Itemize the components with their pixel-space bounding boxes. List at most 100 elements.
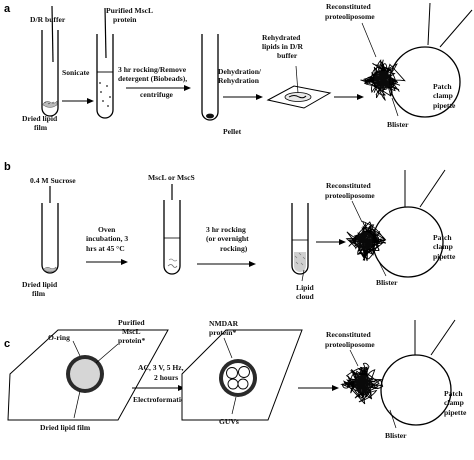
ac-label: AC, 3 V, 5 Hz, 2 hours	[138, 363, 185, 382]
reconstituted-c-line1: Reconstituted	[326, 330, 371, 339]
reconstituted-label-b: Reconstituted proteoliposome	[325, 181, 375, 200]
blister-circle-c	[380, 354, 452, 426]
nmdar-line2: protein*	[209, 328, 236, 337]
oven-label: Oven incubation, 3 hrs at 45 °C	[86, 225, 130, 253]
mscl-mscs-label: MscL or MscS	[148, 173, 195, 182]
dried-lipid-label-b: Dried lipid film	[22, 280, 59, 298]
patch-a-line1: Patch	[433, 82, 452, 91]
proteoliposome-core	[354, 375, 372, 393]
proteoliposome-a	[360, 59, 406, 101]
oven-line2: incubation, 3	[86, 234, 128, 243]
lipid-cloud-leader	[301, 269, 305, 282]
oven-line3: hrs at 45 °C	[86, 244, 125, 253]
panel-a: a D/R buffer Dried lipid film Purified M…	[4, 2, 473, 136]
purified-mscl-label-c: Purified MscL protein*	[118, 318, 146, 345]
patch-c-line2: clamp	[444, 398, 464, 407]
lipid-cloud-line2: cloud	[296, 292, 315, 301]
dried-lipid-label-a: Dried lipid film	[22, 114, 59, 132]
rocking-b-line2: (or overnight	[206, 234, 249, 243]
pipette-a1	[439, 9, 473, 48]
lipid-cloud-label: Lipid cloud	[296, 283, 316, 301]
reconstituted-c-line2: proteoliposome	[325, 340, 375, 349]
reconstituted-a-line2: proteoliposome	[325, 12, 375, 21]
sonicate-label: Sonicate	[62, 68, 90, 77]
purified-mscl-a-line1: Purified MscL	[106, 6, 153, 15]
purified-mscl-a-line2: protein	[113, 15, 137, 24]
purified-c-line2: MscL	[122, 327, 140, 336]
tube-b3	[291, 203, 309, 275]
rocking-b-line1: 3 hr rocking	[206, 225, 246, 234]
pipette-c1	[430, 319, 456, 356]
reconstituted-label-c: Reconstituted proteoliposome	[325, 330, 375, 349]
oring-label: O-ring	[48, 333, 70, 342]
rehydrated-line3: buffer	[277, 51, 298, 60]
rehydrated-label: Rehydrated lipids in D/R buffer	[262, 33, 305, 60]
tube-b1	[41, 203, 59, 274]
blister-label-b: Blister	[376, 278, 398, 287]
reconstituted-leader-a	[361, 22, 377, 58]
dried-lipid-label-c: Dried lipid film	[40, 423, 91, 432]
rehydrated-line1: Rehydrated	[262, 33, 301, 42]
patch-a-line3: pipette	[433, 101, 456, 110]
patch-c-line1: Patch	[444, 389, 463, 398]
tube-proteoliposome-mix	[96, 34, 114, 119]
patch-c-line3: pipette	[444, 408, 467, 417]
purified-c-line1: Purified	[118, 318, 145, 327]
dehydration-label: Dehydration/ Rehydration	[218, 67, 263, 85]
lipid-cloud-line1: Lipid	[296, 283, 315, 292]
reconstituted-b-line1: Reconstituted	[326, 181, 371, 190]
blister-leader-a	[391, 97, 399, 117]
purified-c-line3: protein*	[118, 336, 145, 345]
blister-leader-b	[377, 259, 387, 277]
electroformation-label: Electroformation	[133, 395, 190, 404]
proteoliposome-b	[345, 220, 387, 262]
slide-c1	[7, 329, 169, 421]
dried-lipid-b-line1: Dried lipid	[22, 280, 58, 289]
protein-c-leader	[95, 343, 119, 364]
blister-circle-b	[372, 206, 444, 278]
reconstituted-a-line1: Reconstituted	[326, 2, 371, 11]
dried-lipid-a-line1: Dried lipid	[22, 114, 58, 123]
proteoliposome-core	[374, 71, 392, 89]
reconstituted-b-line2: proteoliposome	[325, 191, 375, 200]
pipette-a2	[427, 2, 431, 46]
panel-c: c O-ring Purified MscL protein* Dried li…	[4, 318, 467, 440]
blister-circle-a	[389, 46, 461, 118]
patch-b-line3: pipette	[433, 252, 456, 261]
purified-mscl-label-a: Purified MscL protein	[106, 6, 155, 24]
oring-leader	[72, 340, 81, 357]
patch-clamp-label-c: Patch clamp pipette	[444, 389, 467, 417]
nmdar-label: NMDAR protein*	[209, 319, 240, 337]
nmdar-leader	[223, 337, 233, 359]
dehydration-line1: Dehydration/	[218, 67, 262, 76]
reconstituted-leader-b	[351, 200, 363, 223]
proteoliposome-c	[340, 362, 384, 405]
dr-buffer-pipette	[51, 5, 54, 63]
tube-pellet	[201, 34, 219, 121]
rehydrated-line2: lipids in D/R	[262, 42, 303, 51]
blister-label-c: Blister	[385, 431, 407, 440]
patch-b-line2: clamp	[433, 242, 453, 251]
step-rocking-line3: centrifuge	[140, 90, 174, 99]
nmdar-line1: NMDAR	[209, 319, 239, 328]
panel-a-letter: a	[4, 3, 11, 15]
step-rocking-label: 3 hr rocking/Remove detergent (Biobeads)…	[118, 65, 189, 99]
reconstituted-leader-c	[349, 349, 359, 367]
dr-buffer-label: D/R buffer	[30, 15, 66, 24]
ac-line2: 2 hours	[154, 373, 178, 382]
ac-line1: AC, 3 V, 5 Hz,	[138, 363, 184, 372]
patch-clamp-label-a: Patch clamp pipette	[433, 82, 456, 110]
rocking-label-b: 3 hr rocking (or overnight rocking)	[206, 225, 251, 253]
rehydrated-leader	[295, 65, 299, 94]
dried-lipid-a-line2: film	[34, 123, 48, 132]
oven-line1: Oven	[98, 225, 116, 234]
panel-c-letter: c	[4, 338, 10, 350]
dehydration-line2: Rehydration	[218, 76, 260, 85]
step-rocking-line2: detergent (Biobeads),	[118, 74, 187, 83]
dried-lipid-c-leader	[73, 390, 81, 419]
tube-dried-lipid	[41, 29, 59, 117]
pellet-label: Pellet	[223, 127, 242, 136]
rehydrated-dish	[266, 85, 332, 109]
sucrose-label: 0.4 M Sucrose	[30, 176, 76, 185]
